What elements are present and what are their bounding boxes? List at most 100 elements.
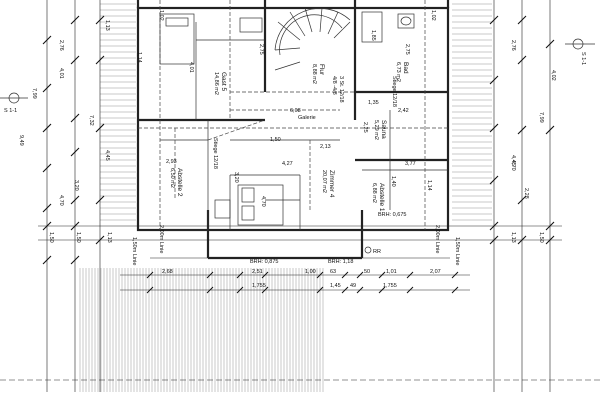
dimension-tick (70, 55, 80, 65)
dimension-tick (42, 123, 52, 133)
dim-top-2: 1,85 (370, 30, 376, 41)
dimension-tick (517, 125, 527, 135)
room-zimmer4-name: Zimmer 4 (328, 170, 335, 198)
dim-left-outer-1: 9,49 (18, 135, 24, 146)
dimension-tick (42, 255, 52, 265)
dim-int-4: 4,27 (282, 161, 293, 167)
dim-int-14: 1,40 (390, 176, 396, 187)
dim-bottom1-1: 2,51 (252, 269, 263, 275)
dimension-ticks (42, 15, 555, 294)
dim-left-mid-4: 1,50 (75, 232, 81, 243)
dimension-tick (378, 271, 386, 279)
brh-left: BRH: 0,875 (250, 259, 278, 265)
room-bad-area: 6,73 m2 (395, 62, 401, 82)
dimension-tick (489, 75, 499, 85)
room-abstelle1-name: Abstelle 1 (378, 183, 385, 212)
dimension-labels: 7,99 9,49 4,70 1,50 2,76 4,01 7,32 3,20 … (18, 10, 556, 289)
room-sauna-name: Sauna (380, 120, 387, 139)
dim-int-6: 2,13 (320, 144, 331, 150)
bath-fixtures (239, 11, 415, 43)
dim-int-3: 1,50 (270, 137, 281, 143)
line-label-left: 1,50m Linie (131, 237, 137, 265)
dim-left-inner-1: 1,14 (136, 52, 142, 63)
dimension-tick (42, 83, 52, 93)
dim-int-13: 2,25 (362, 122, 368, 133)
brh-right: BRH: 0,675 (378, 212, 406, 218)
dimension-tick (95, 195, 105, 205)
dimension-tick (261, 271, 269, 279)
dimension-tick (341, 286, 349, 294)
dimension-tick (70, 195, 80, 205)
dim-bottom2-0: 1,755 (252, 283, 266, 289)
dim-right-mid-1: 4,45 (510, 155, 516, 166)
section-marker-left (0, 92, 28, 104)
dimension-tick (236, 271, 244, 279)
line-label-right2: 1,50m Linie (454, 237, 460, 265)
dim-int-11: 2,42 (398, 108, 409, 114)
dimension-tick (146, 271, 154, 279)
dim-int-0: 4,01 (188, 62, 194, 73)
dimension-tick (206, 286, 214, 294)
dimension-tick (489, 15, 499, 25)
dimension-tick (489, 123, 499, 133)
roof-hatch-right (452, 3, 492, 221)
dimension-tick (42, 163, 52, 173)
dimension-tick (451, 286, 459, 294)
dim-top-3: 1,02 (430, 10, 436, 21)
stair-sub: 4/8 -4/8 (331, 76, 337, 95)
dimension-tick (545, 221, 555, 231)
dim-int-9: 1,14 (426, 180, 432, 191)
roof-hatch-bottom (79, 268, 324, 392)
dim-left-mid-1: 4,01 (58, 68, 64, 79)
roof-hatch-left (100, 3, 136, 221)
dim-right-outer-1: 7,99 (538, 112, 544, 123)
dimension-tick (517, 235, 527, 245)
room-abstelle2-name: Abstelle 2 (176, 168, 183, 197)
dimension-tick (517, 195, 527, 205)
dim-int-1: 2,75 (404, 44, 410, 55)
dimension-tick (42, 35, 52, 45)
dim-right-outer-2: 4,70 (510, 160, 516, 171)
beds (159, 13, 284, 226)
stair (274, 7, 351, 71)
dim-bottom1-3: 63 (330, 269, 336, 275)
dim-left-inner-3: 1,13 (106, 232, 112, 243)
dim-top-0: 1,02 (158, 10, 164, 21)
room-abstelle1-area: 6,88 m2 (371, 183, 377, 203)
dimension-tick (451, 271, 459, 279)
dimension-tick (70, 15, 80, 25)
dim-bottom1-5: 1,01 (386, 269, 397, 275)
room-zimmer4-area: 20,07 m2 (321, 170, 327, 193)
dimension-tick (206, 271, 214, 279)
dimension-tick (70, 113, 80, 123)
dimension-tick (545, 39, 555, 49)
dim-right-mid-2: 2,28 (523, 188, 529, 199)
dimension-tick (356, 286, 364, 294)
dimension-tick (489, 175, 499, 185)
rr-label: RR (373, 249, 381, 255)
dim-right-outer-0: 2,76 (510, 40, 516, 51)
dimension-tick (316, 271, 324, 279)
dimension-tick (341, 271, 349, 279)
dim-top-1: 2,75 (258, 44, 264, 55)
dimension-tick (406, 286, 414, 294)
dim-bottom1-0: 2,68 (162, 269, 173, 275)
dim-bottom2-3: 1,755 (383, 283, 397, 289)
room-flur-name: Flur (318, 64, 325, 76)
room-bad-name: Bad (402, 62, 409, 74)
line-label-right: 2,00m Linie (434, 225, 440, 253)
section-label-right: S 1-1 (580, 52, 586, 65)
brh-mid: BRH: 1,18 (328, 259, 353, 265)
room-gast-name: Gast 5 (220, 72, 227, 92)
dimension-tick (489, 221, 499, 231)
dim-int-12: 6,08 (290, 108, 301, 114)
dim-left-mid-0: 2,76 (58, 40, 64, 51)
room-abstelle2-area: 6,50 m2 (169, 168, 175, 188)
dim-int-10: 2,93 (166, 159, 177, 165)
dim-right-outer-3: 1,50 (538, 232, 544, 243)
dimension-tick (70, 221, 80, 231)
dim-bottom2-2: 49 (350, 283, 356, 289)
dim-left-mid-3: 3,20 (73, 180, 79, 191)
section-marker-right (565, 38, 595, 50)
dimension-tick (95, 123, 105, 133)
